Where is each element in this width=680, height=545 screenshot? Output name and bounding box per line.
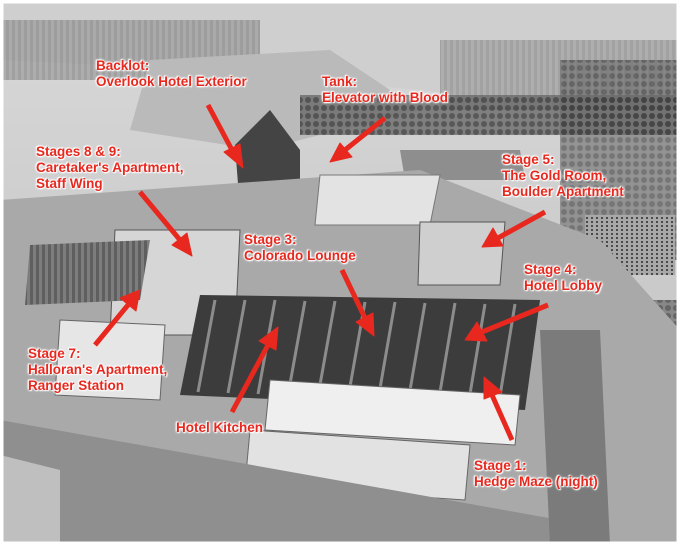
- arrow-stages-8-9: [138, 190, 193, 257]
- annotation-stage-5: Stage 5: The Gold Room, Boulder Apartmen…: [502, 152, 624, 199]
- roundabout-area: [0, 455, 60, 545]
- office-block: [264, 379, 521, 446]
- sawtooth-roofs: [196, 299, 517, 409]
- arrow-stage-5: [481, 209, 547, 248]
- main-road: [0, 420, 560, 545]
- annotation-tank: Tank: Elevator with Blood: [322, 74, 449, 105]
- arrow-stage-4: [464, 302, 549, 342]
- arrow-tank: [329, 116, 387, 163]
- annotation-stage-1: Stage 1: Hedge Maze (night): [474, 458, 598, 489]
- annotation-stage-7: Stage 7: Halloran's Apartment, Ranger St…: [28, 346, 168, 393]
- annotation-hotel-kitchen: Hotel Kitchen: [176, 420, 264, 435]
- annotation-backlot: Backlot: Overlook Hotel Exterior: [96, 58, 247, 89]
- water-tank: [400, 150, 525, 180]
- arrow-stage-1: [483, 376, 515, 442]
- stage-7-building: [54, 319, 166, 401]
- arrow-backlot: [205, 103, 244, 169]
- arrow-hotel-kitchen: [229, 326, 279, 414]
- stage-5-building: [417, 221, 506, 286]
- workshops-left: [25, 240, 150, 305]
- arrow-stage-3: [339, 268, 375, 337]
- annotation-stage-4: Stage 4: Hotel Lobby: [524, 262, 602, 293]
- annotation-stage-3: Stage 3: Colorado Lounge: [244, 232, 356, 263]
- building-north: [314, 174, 441, 226]
- arrow-stage-7: [93, 289, 141, 347]
- side-buildings: [540, 330, 610, 545]
- pointer-arrows: [93, 103, 549, 442]
- annotation-stages-8-9: Stages 8 & 9: Caretaker's Apartment, Sta…: [36, 144, 184, 191]
